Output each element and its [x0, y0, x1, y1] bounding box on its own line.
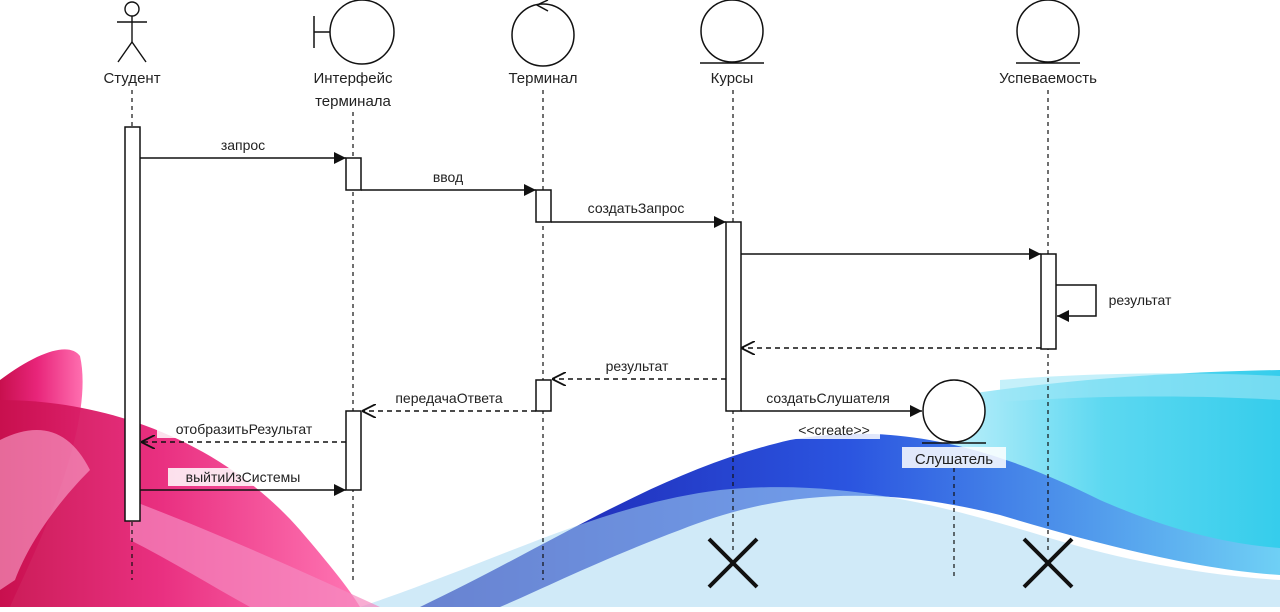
message-self-result-label: результат [1109, 292, 1172, 308]
courses-label: Курсы [711, 70, 754, 87]
terminal-interface-label-line2: терминала [315, 93, 391, 110]
actor-icon [117, 1, 147, 63]
destruction-marks [707, 537, 1074, 589]
entity-icon [700, 0, 764, 64]
activation-bars [124, 126, 1057, 522]
message-create-listener-label: создатьСлушателя [766, 390, 890, 406]
message-create-stereotype-label: <<create>> [798, 422, 870, 438]
message-self-result-arrow [1056, 284, 1097, 322]
destroy-x-icon [1022, 537, 1074, 589]
message-pass-answer-label: передачаОтвета [395, 390, 503, 406]
entity-icon [1016, 0, 1080, 64]
control-icon [511, 0, 575, 67]
terminal-interface-label-line1: Интерфейс [313, 70, 393, 87]
message-labels: запрос ввод создатьЗапрос результат резу… [157, 136, 1180, 486]
message-create-request-label: создатьЗапрос [588, 200, 685, 216]
message-result-label: результат [606, 358, 669, 374]
participant-listener: Слушатель [902, 379, 1006, 468]
message-show-result-label: отобразитьРезультат [176, 421, 313, 437]
participant-terminal-interface: Интерфейс терминала [301, 0, 405, 111]
message-logout-label: выйтиИзСистемы [186, 469, 301, 485]
participant-progress: Успеваемость [983, 0, 1113, 87]
message-input-label: ввод [433, 169, 463, 185]
background-waves [0, 349, 1280, 607]
participant-terminal: Терминал [497, 0, 589, 87]
participant-student: Студент [95, 1, 169, 87]
participant-courses: Курсы [700, 0, 764, 87]
destroy-x-icon [707, 537, 759, 589]
listener-label: Слушатель [915, 451, 993, 468]
boundary-icon [313, 0, 395, 65]
progress-label: Успеваемость [999, 70, 1097, 87]
messages [140, 152, 1097, 496]
student-label: Студент [103, 70, 160, 87]
entity-icon [922, 379, 986, 444]
message-request-label: запрос [221, 137, 265, 153]
terminal-label: Терминал [508, 70, 577, 87]
